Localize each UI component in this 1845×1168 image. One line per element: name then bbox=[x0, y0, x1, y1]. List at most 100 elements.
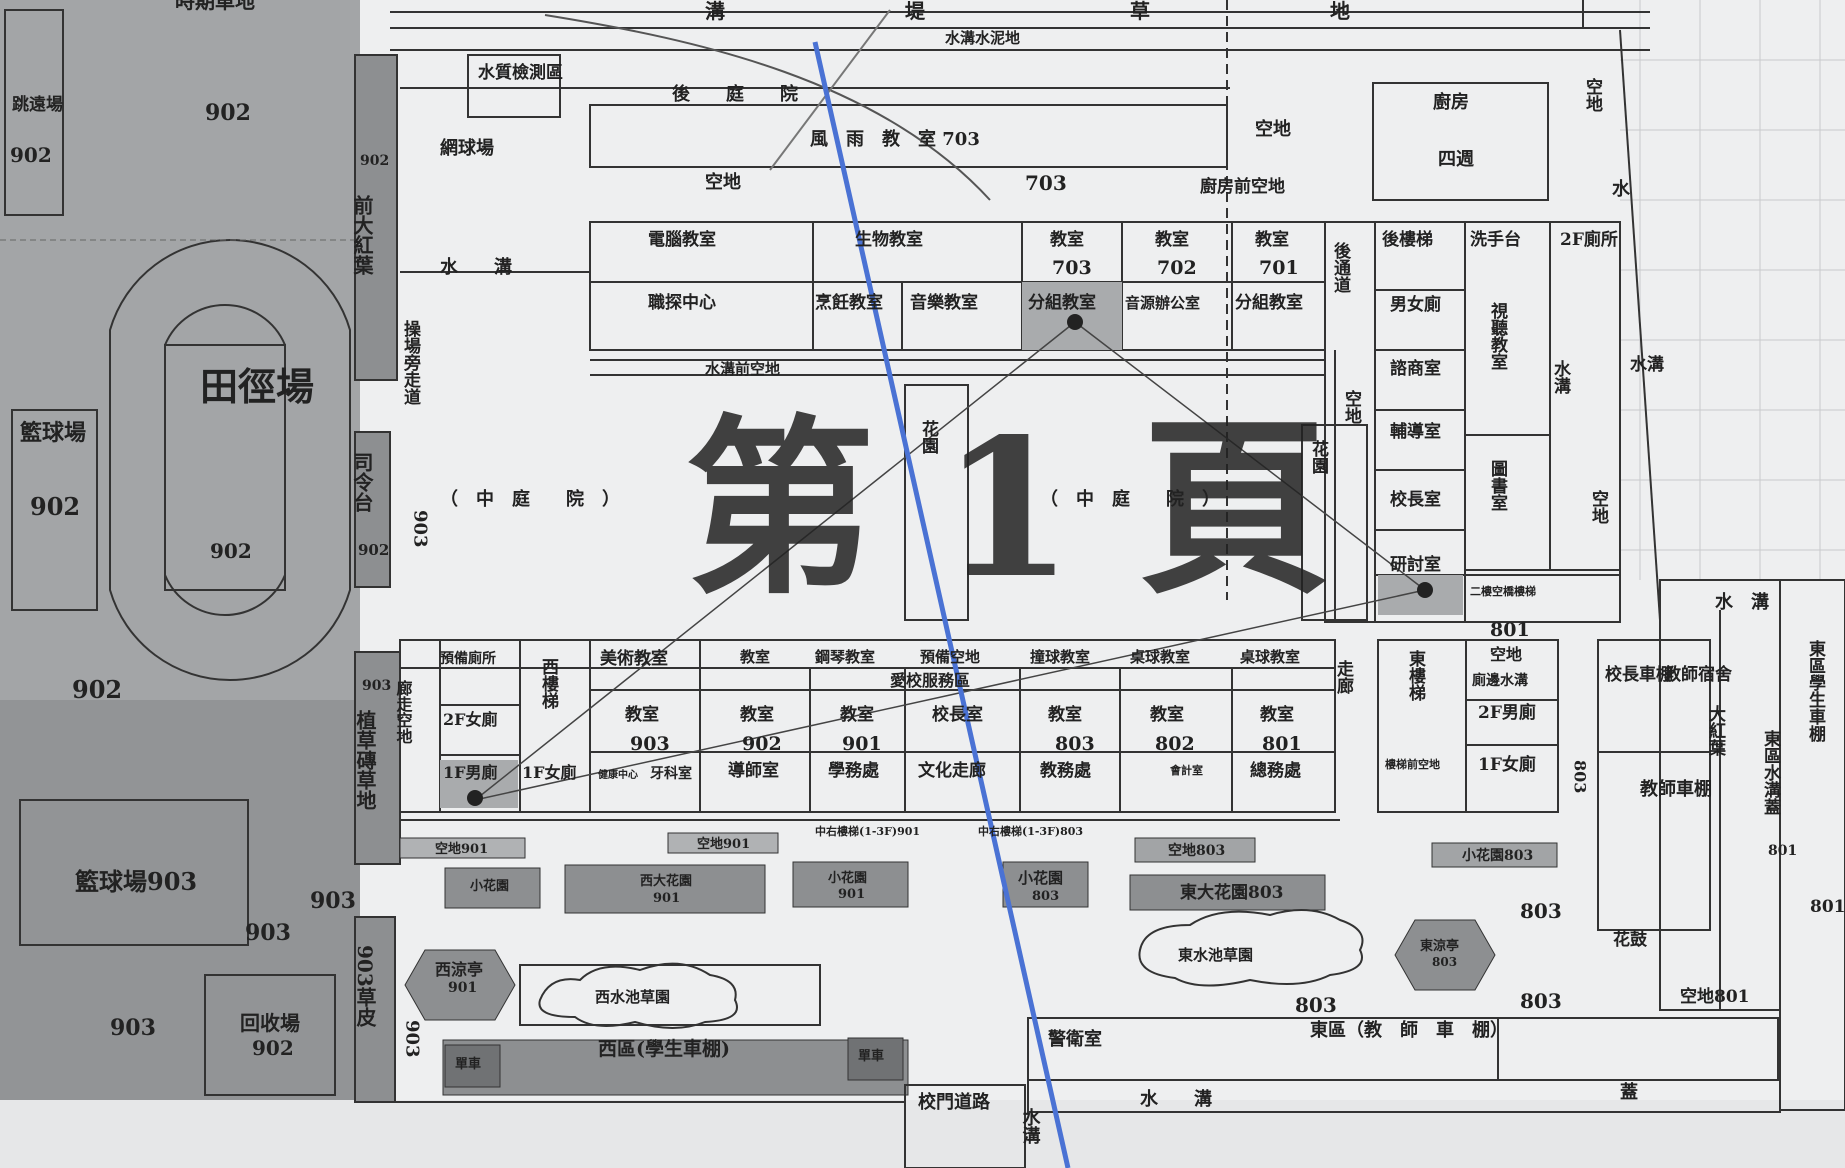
long-jump-box bbox=[4, 9, 64, 216]
b7-bot-1: 烹飪教室 bbox=[815, 292, 883, 313]
cover: 蓋 bbox=[1620, 1081, 1638, 1103]
class802: 教室 bbox=[1149, 704, 1184, 725]
basketball-903-box bbox=[19, 799, 249, 946]
stair-b: 中右樓梯(1-3F)803 bbox=[978, 824, 1083, 838]
recycle-box bbox=[204, 974, 336, 1096]
blue-route-line bbox=[812, 41, 1071, 1168]
teacher-shed-box bbox=[1597, 751, 1711, 931]
principal: 校長室 bbox=[1390, 489, 1441, 510]
b9-803: 803 bbox=[1571, 760, 1590, 793]
left-902-b: 902 bbox=[72, 675, 122, 704]
b7-top-1: 生物教室 bbox=[855, 229, 923, 250]
curve-line bbox=[769, 9, 891, 171]
track-field bbox=[164, 344, 286, 591]
small-garden2: 小花園 bbox=[828, 870, 867, 886]
track-outer bbox=[109, 239, 351, 681]
bike-right-box bbox=[847, 1037, 904, 1081]
column-stage bbox=[354, 431, 391, 588]
column-grass bbox=[354, 916, 396, 1103]
health: 健康中心 bbox=[598, 768, 638, 781]
toilet-2f-w: 2F女廁 bbox=[443, 710, 498, 729]
toilet-2f-m: 2F男廁 bbox=[1478, 702, 1536, 723]
strip-ditch: 溝 bbox=[705, 0, 725, 23]
track-label: 田徑場 bbox=[200, 364, 314, 409]
open-e: 空地 bbox=[1490, 645, 1522, 664]
kitchen: 廚房 bbox=[1433, 91, 1469, 113]
west-shed: 西區(學生車棚) bbox=[598, 1037, 730, 1060]
b7-top-4: 教室 bbox=[1254, 229, 1289, 250]
flower803: 小花園803 bbox=[1462, 847, 1533, 864]
basketball-left-code: 902 bbox=[30, 492, 80, 521]
b9-top-2: 美術教室 bbox=[600, 648, 668, 669]
east-student-box bbox=[1779, 579, 1845, 1111]
b9-top-1: 西樓梯 bbox=[538, 658, 559, 710]
small-garden3-box bbox=[1002, 861, 1089, 908]
open901b-box bbox=[667, 832, 779, 854]
west-garden-box bbox=[564, 864, 766, 914]
east-801b: 801 bbox=[1810, 897, 1845, 917]
b9-top-0: 預備廁所 bbox=[440, 650, 496, 667]
top-partial: 時期車地 bbox=[175, 0, 255, 13]
code-801-b7: 801 bbox=[1490, 619, 1530, 641]
west-garden-code: 901 bbox=[653, 891, 680, 906]
service-area: 愛校服務區 bbox=[890, 671, 970, 690]
big-red: 大紅葉 bbox=[1705, 704, 1727, 757]
ditch-s2: 水溝 bbox=[1020, 1107, 1041, 1145]
dental: 牙科室 bbox=[650, 765, 692, 782]
east-block bbox=[1324, 221, 1621, 623]
column-front-red bbox=[354, 54, 398, 381]
academic: 學務處 bbox=[828, 760, 880, 781]
basketball-left-box bbox=[11, 409, 98, 611]
east-stairs: 東樓梯 bbox=[1405, 649, 1426, 702]
point-2 bbox=[1067, 314, 1083, 330]
east-pavilion bbox=[1394, 919, 1496, 991]
grid-lines bbox=[1620, 0, 1845, 580]
west-garden: 西大花園 bbox=[640, 873, 692, 889]
east-garden: 東大花園803 bbox=[1180, 882, 1284, 903]
c901: 901 bbox=[842, 733, 882, 755]
point-3 bbox=[1417, 582, 1433, 598]
teacher-dorm: 教師宿舍 bbox=[1663, 664, 1732, 685]
class902: 教室 bbox=[739, 704, 774, 725]
east-pavilion: 東涼亭 bbox=[1420, 938, 1459, 954]
class803: 教室 bbox=[1047, 704, 1082, 725]
ditch-v2: 水溝 bbox=[1630, 354, 1664, 375]
east-801: 801 bbox=[1768, 843, 1797, 859]
corridor-w: 廊走空地 bbox=[394, 679, 414, 744]
water-quality: 水質檢測區 bbox=[478, 62, 563, 83]
open901b: 空地901 bbox=[697, 836, 750, 852]
route-2 bbox=[474, 589, 1426, 801]
garden-v-label: 花園 bbox=[918, 419, 939, 455]
open-v2: 空地 bbox=[1588, 489, 1609, 524]
flowerbed: 花鼓 bbox=[1613, 929, 1648, 950]
east-pond-cloud bbox=[1138, 909, 1364, 987]
courtyard-mid-2: （ 中 庭 院 ） bbox=[1040, 488, 1220, 510]
watermark: 第 1 頁 bbox=[685, 397, 1330, 620]
kitchen-box bbox=[1372, 82, 1549, 201]
b7-top-3: 教室 bbox=[1154, 229, 1189, 250]
toilet-1f-f: 1F女廁 bbox=[522, 763, 577, 782]
small-garden-box bbox=[444, 867, 541, 909]
water-right: 水 bbox=[1612, 178, 1631, 200]
b7-top-0: 電腦教室 bbox=[648, 229, 716, 250]
long-jump-label: 跳遠場 bbox=[12, 94, 63, 115]
strip-land: 地 bbox=[1330, 0, 1350, 23]
small-garden2-code: 901 bbox=[838, 887, 865, 902]
b7-ditch: 水 溝 bbox=[440, 256, 512, 278]
b7-bot-4: 音源辦公室 bbox=[1125, 294, 1200, 312]
side-path-code: 903 bbox=[410, 510, 431, 548]
b7-bot-5: 分組教室 bbox=[1235, 292, 1303, 313]
c803: 803 bbox=[1055, 733, 1095, 755]
general: 總務處 bbox=[1250, 760, 1302, 781]
east-student: 東區學生車棚 bbox=[1805, 639, 1826, 743]
principal-shed: 校長車棚 bbox=[1605, 664, 1673, 685]
c903: 903 bbox=[630, 733, 670, 755]
seminar: 研討室 bbox=[1390, 554, 1441, 575]
b9-top-6: 撞球教室 bbox=[1030, 648, 1090, 666]
mf-toilet: 男女廁 bbox=[1390, 294, 1441, 315]
recycle-label: 回收場 bbox=[240, 1011, 300, 1035]
b9-top-4: 鋼琴教室 bbox=[814, 648, 875, 666]
west-pond-box bbox=[519, 964, 821, 1026]
strip-dike: 堤 bbox=[905, 0, 926, 23]
east-pavilion-code: 803 bbox=[1432, 955, 1457, 969]
